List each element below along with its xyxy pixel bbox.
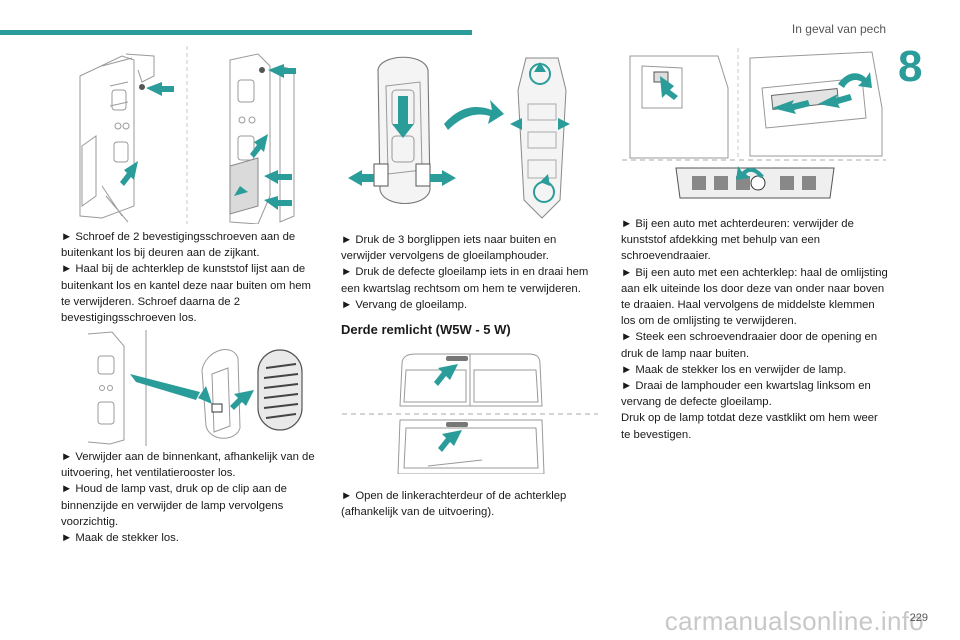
column1-steps-a: ► Schroef de 2 bevestigingsschroeven aan… (61, 229, 323, 326)
step-text: ► Steek een schroevendraaier door de ope… (621, 331, 878, 360)
figure-lamp-clip (87, 330, 303, 446)
section-heading: Derde remlicht (W5W - 5 W) (341, 322, 511, 337)
watermark: carmanualsonline.info (664, 606, 924, 636)
step-text: ► Haal bij de achterklep de kunststof li… (61, 263, 311, 325)
step-text: ► Bij een auto met een achterklep: haal … (621, 266, 888, 328)
column3-steps: ► Bij een auto met achterdeuren: verwijd… (621, 216, 889, 443)
step-text: ► Open de linkerachterdeur of de achterk… (341, 490, 567, 519)
step-text: ► Maak de stekker los. (61, 532, 179, 545)
column1-steps-b: ► Verwijder aan de binnenkant, afhankeli… (61, 449, 323, 546)
column2-steps-b: ► Open de linkerachterdeur of de achterk… (341, 488, 603, 520)
step-text: ► Schroef de 2 bevestigingsschroeven aan… (61, 231, 296, 260)
step-text: ► Verwijder aan de binnenkant, afhankeli… (61, 451, 315, 480)
step-text: ► Draai de lamphouder een kwartslag link… (621, 380, 871, 409)
figure-third-brake-light (342, 353, 598, 474)
column2-steps-a: ► Druk de 3 borglippen iets naar buiten … (341, 232, 603, 313)
figure-brake-light-removal (622, 48, 886, 199)
step-text: ► Druk de 3 borglippen iets naar buiten … (341, 234, 557, 263)
page-number: 229 (909, 612, 928, 624)
step-text: ► Houd de lamp vast, druk op de clip aan… (61, 483, 287, 528)
chapter-number: 8 (898, 42, 923, 91)
step-text: ► Druk de defecte gloeilamp iets in en d… (341, 266, 589, 295)
header-accent-bar (0, 30, 472, 35)
figure-bulb-holder (348, 56, 570, 219)
step-text: ► Maak de stekker los en verwijder de la… (621, 363, 847, 376)
section-title: In geval van pech (791, 22, 886, 36)
step-text: ► Vervang de gloeilamp. (341, 298, 468, 311)
step-text: Druk op de lamp totdat deze vastklikt om… (621, 412, 878, 441)
step-text: ► Bij een auto met achterdeuren: verwijd… (621, 218, 854, 263)
figure-screws-removal (79, 46, 296, 224)
